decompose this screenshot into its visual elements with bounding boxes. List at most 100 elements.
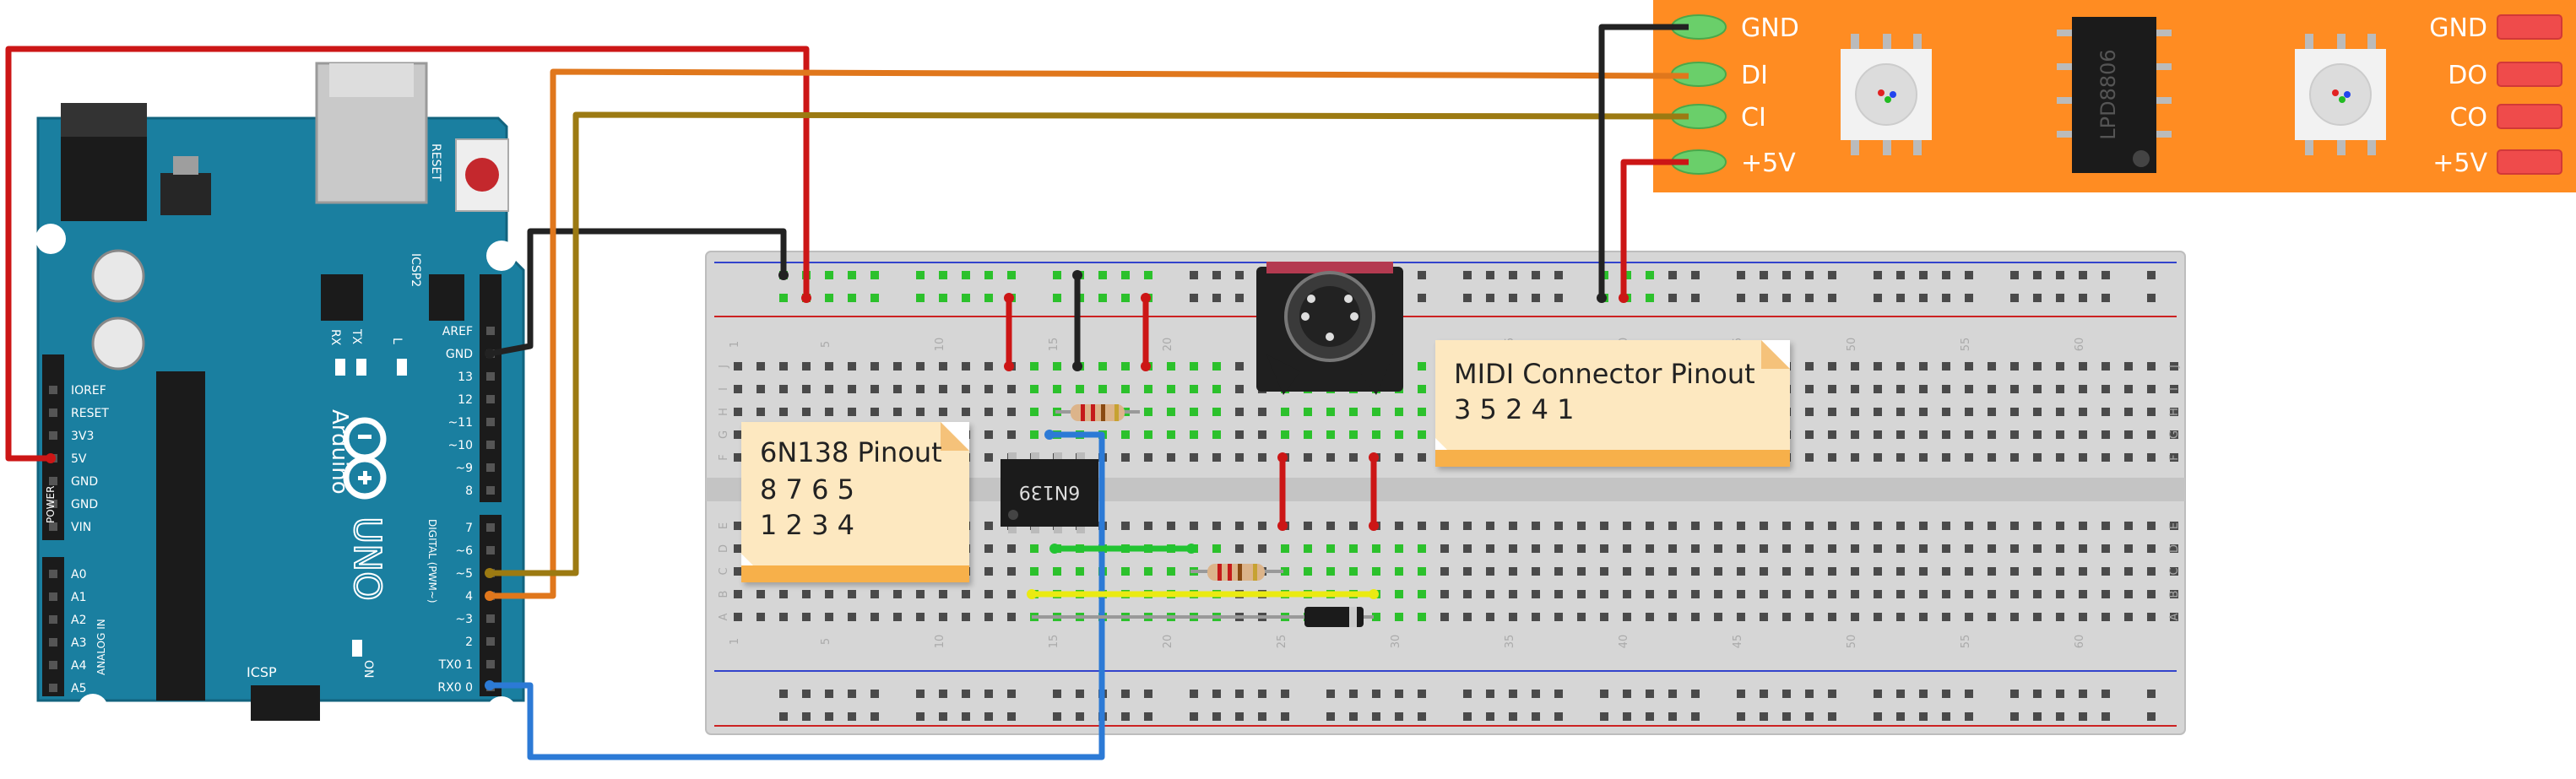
rail-hole — [1828, 294, 1836, 302]
breadboard-hole — [1144, 385, 1152, 393]
digital-pin-label: ~5 — [455, 567, 473, 581]
breadboard-hole — [825, 362, 833, 371]
breadboard-hole — [1349, 567, 1358, 576]
breadboard-hole — [1965, 613, 1973, 621]
breadboard-hole — [1167, 567, 1175, 576]
rail-hole — [1212, 712, 1221, 721]
breadboard-hole — [2124, 522, 2133, 530]
breadboard-hole — [2056, 362, 2064, 371]
breadboard-hole — [962, 408, 970, 416]
breadboard-hole — [1395, 430, 1403, 439]
breadboard-hole — [1691, 567, 1700, 576]
wire-clock-olive — [490, 111, 1689, 576]
breadboard-hole — [1805, 567, 1814, 576]
breadboard-hole — [1805, 362, 1814, 371]
rail-hole — [1007, 690, 1016, 698]
strip-pad-right — [2497, 104, 2562, 129]
wire-data-orange — [490, 68, 1689, 599]
breadboard-hole — [1258, 430, 1266, 439]
breadboard-hole — [1395, 522, 1403, 530]
rail-hole — [1395, 712, 1403, 721]
rail-hole — [1828, 690, 1836, 698]
breadboard-hole — [1965, 408, 1973, 416]
analog-pin-label: A0 — [71, 568, 86, 582]
breadboard-hole — [757, 613, 765, 621]
wire-strip-5v-red — [1620, 159, 1689, 298]
power-pin-label-hole — [49, 408, 57, 417]
breadboard-hole — [1235, 522, 1244, 530]
rail-hole — [939, 690, 947, 698]
breadboard-hole — [1349, 430, 1358, 439]
breadboard-hole — [1896, 613, 1905, 621]
strip-pin-label-left: DI — [1741, 61, 1768, 90]
analog-pin-label-hole — [49, 615, 57, 624]
breadboard-hole — [1828, 613, 1836, 621]
breadboard-hole — [734, 453, 742, 462]
breadboard-hole — [1007, 567, 1016, 576]
breadboard-hole — [1372, 613, 1380, 621]
breadboard-hole — [2010, 544, 2019, 553]
note-band — [741, 565, 969, 582]
breadboard-hole — [1190, 522, 1198, 530]
rail-hole — [1212, 271, 1221, 279]
breadboard-hole — [1121, 385, 1130, 393]
breadboard-hole — [1782, 613, 1791, 621]
rail-hole — [1782, 712, 1791, 721]
rail-hole — [1760, 294, 1768, 302]
row-letter: B — [718, 591, 730, 598]
breadboard-hole — [1828, 362, 1836, 371]
rail-hole — [1121, 271, 1130, 279]
rail-hole — [1965, 271, 1973, 279]
breadboard-hole — [1554, 567, 1563, 576]
wire-end-dot — [801, 293, 811, 303]
breadboard-hole — [2147, 590, 2156, 598]
tx-led-label: TX — [350, 328, 363, 345]
breadboard-hole — [1737, 613, 1745, 621]
rail-hole — [1646, 690, 1654, 698]
wire-5v-red — [5, 46, 810, 462]
breadboard-hole — [1212, 430, 1221, 439]
breadboard-hole — [734, 613, 742, 621]
breadboard-hole — [2079, 567, 2087, 576]
breadboard-hole — [984, 544, 993, 553]
breadboard-hole — [1874, 522, 1882, 530]
rail-hole — [1737, 690, 1745, 698]
breadboard-hole — [1646, 567, 1654, 576]
breadboard-hole — [2010, 453, 2019, 462]
breadboard-hole — [1919, 613, 1928, 621]
row-letter: G — [2168, 430, 2181, 439]
breadboard: 1155101015152020252530303535404045455050… — [705, 251, 2186, 735]
breadboard-hole — [1258, 544, 1266, 553]
breadboard-hole — [757, 362, 765, 371]
breadboard-hole — [962, 362, 970, 371]
wire-end-dot — [1141, 361, 1151, 371]
breadboard-hole — [2124, 567, 2133, 576]
rail-hole — [825, 712, 833, 721]
breadboard-hole — [1805, 613, 1814, 621]
breadboard-hole — [734, 408, 742, 416]
breadboard-hole — [916, 385, 925, 393]
wire-end-dot — [1597, 293, 1607, 303]
breadboard-hole — [1395, 453, 1403, 462]
digital-pin-label-hole — [486, 546, 495, 554]
row-letter: J — [718, 365, 730, 369]
breadboard-hole — [1919, 567, 1928, 576]
note-fold-icon — [941, 422, 969, 451]
breadboard-hole — [1349, 453, 1358, 462]
breadboard-hole — [1988, 522, 1996, 530]
breadboard-hole — [1965, 590, 1973, 598]
breadboard-hole — [1828, 430, 1836, 439]
breadboard-hole — [1623, 613, 1631, 621]
breadboard-hole — [2056, 567, 2064, 576]
rail-hole — [2056, 294, 2064, 302]
breadboard-hole — [1212, 453, 1221, 462]
mounting-hole-4 — [486, 696, 517, 727]
arduino-logo-icon — [343, 417, 387, 500]
rail-hole — [1463, 690, 1472, 698]
breadboard-hole — [1030, 408, 1039, 416]
breadboard-hole — [2124, 430, 2133, 439]
breadboard-hole — [1281, 544, 1289, 553]
rail-hole — [2147, 712, 2156, 721]
breadboard-hole — [1326, 544, 1335, 553]
breadboard-hole — [1623, 522, 1631, 530]
